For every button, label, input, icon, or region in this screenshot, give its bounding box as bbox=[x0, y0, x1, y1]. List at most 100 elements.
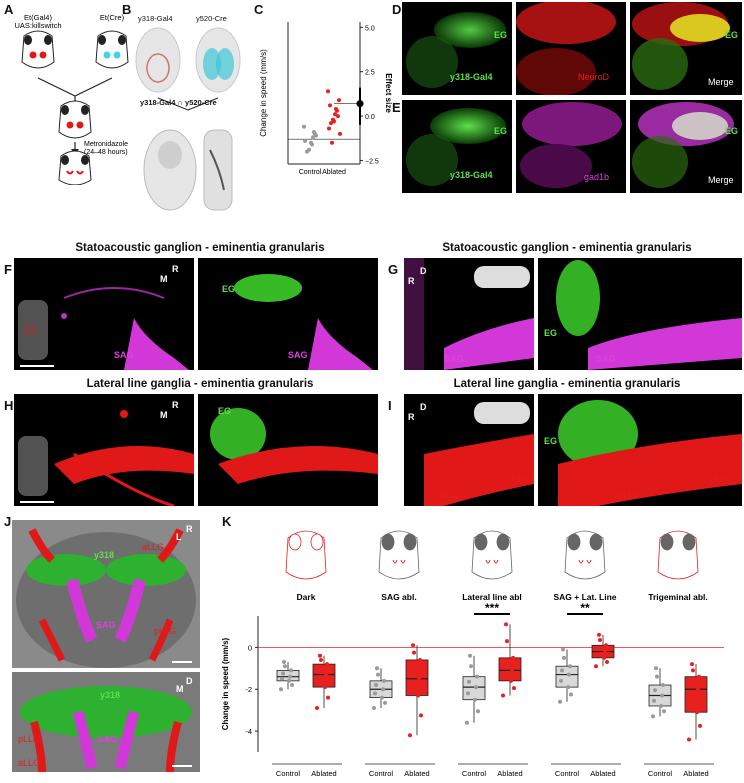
panel-a-schematic: Et(Gal4)UAS:killswitch Et(Cre) Metronida… bbox=[14, 13, 129, 185]
c-point-ablated bbox=[336, 114, 340, 119]
k-point-control bbox=[283, 664, 287, 669]
brain-y520 bbox=[195, 27, 241, 93]
k-point-ablated bbox=[510, 668, 514, 673]
k-schematic-eye bbox=[474, 533, 488, 551]
k-point-ablated bbox=[691, 668, 695, 673]
k-sig-stars: ** bbox=[580, 601, 590, 615]
d-merge-eg: EG bbox=[725, 30, 739, 40]
j-allg-bottom: aLLG bbox=[18, 758, 41, 768]
k-point-control bbox=[382, 678, 386, 683]
k-point-ablated bbox=[315, 706, 319, 711]
k-x-label-ablated: Ablated bbox=[311, 769, 336, 778]
k-point-control bbox=[476, 709, 480, 714]
k-point-ablated bbox=[319, 657, 323, 662]
e-merge-label: Merge bbox=[708, 175, 734, 185]
k-y-tick-label: -2 bbox=[245, 685, 252, 694]
i-alln-label: aLLn bbox=[440, 490, 461, 500]
e-green-image: EG y318-Gal4 bbox=[402, 100, 512, 193]
f-eg-label: EG bbox=[222, 284, 236, 294]
k-point-ablated bbox=[687, 737, 691, 742]
k-schematic-eye bbox=[682, 533, 696, 551]
h-merge-image: EG bbox=[198, 394, 378, 506]
b-bottom-label: y318-Gal4 ∩ y520-Cre bbox=[140, 98, 217, 107]
k-point-control bbox=[467, 679, 471, 684]
c-y2-tick-label: −2.5 bbox=[365, 158, 379, 165]
fish-head-1 bbox=[21, 30, 55, 69]
k-x-label-control: Control bbox=[276, 769, 301, 778]
k-x-label-ablated: Ablated bbox=[404, 769, 429, 778]
c-y2-tick-label: 5.0 bbox=[365, 25, 375, 32]
k-point-control bbox=[560, 668, 564, 673]
k-point-ablated bbox=[317, 667, 321, 672]
k-point-ablated bbox=[512, 686, 516, 691]
h-title: Lateral line ganglia - eminentia granula… bbox=[86, 378, 314, 390]
e-merge-eg: EG bbox=[725, 126, 739, 136]
k-point-ablated bbox=[323, 685, 327, 690]
c-point-control bbox=[312, 130, 316, 135]
k-point-control bbox=[651, 714, 655, 719]
g-sag-label: SAG bbox=[444, 354, 464, 364]
fish2-label: Et(Cre) bbox=[100, 13, 125, 22]
h-eg-label: EG bbox=[218, 406, 232, 416]
f-sag-label: SAG bbox=[114, 350, 134, 360]
k-point-control bbox=[287, 678, 291, 683]
c-point-ablated bbox=[329, 121, 333, 126]
k-schematic-eye bbox=[660, 533, 674, 551]
k-point-ablated bbox=[412, 650, 416, 655]
k-point-ablated bbox=[697, 674, 701, 679]
j-orient-r: R bbox=[186, 524, 193, 534]
c-point-ablated bbox=[332, 119, 336, 124]
d-marker-label: NeuroD bbox=[578, 72, 610, 82]
i-title: Lateral line ganglia - eminentia granula… bbox=[453, 378, 681, 390]
k-x-label-control: Control bbox=[462, 769, 487, 778]
c-point-ablated bbox=[334, 106, 338, 111]
fish-head-3 bbox=[58, 100, 92, 139]
k-point-control bbox=[660, 693, 664, 698]
panel-label-b: B bbox=[122, 2, 132, 17]
k-point-control bbox=[289, 668, 293, 673]
k-group-title: Dark bbox=[297, 592, 316, 602]
k-point-control bbox=[383, 700, 387, 705]
g-orient-r: R bbox=[408, 276, 415, 286]
panel-label-e: E bbox=[392, 100, 401, 115]
k-x-label-control: Control bbox=[648, 769, 673, 778]
k-point-ablated bbox=[690, 662, 694, 667]
g-magenta-image: D R SAG bbox=[404, 258, 534, 370]
c-x-tick-label: Ablated bbox=[322, 169, 346, 176]
h-orient-m: M bbox=[160, 410, 168, 420]
k-schematic-eye bbox=[496, 533, 510, 551]
panel-label-g: G bbox=[388, 262, 399, 277]
e-marker-label: gad1b bbox=[584, 172, 610, 182]
b-left-label: y318-Gal4 bbox=[138, 14, 173, 23]
k-point-ablated bbox=[695, 710, 699, 715]
panel-label-d: D bbox=[392, 2, 402, 17]
j-orient-d: D bbox=[186, 676, 193, 686]
brain-intersection bbox=[143, 129, 233, 211]
k-point-ablated bbox=[511, 655, 515, 660]
k-point-ablated bbox=[509, 678, 513, 683]
j-allg-top: aLLG bbox=[142, 542, 165, 552]
j-top-render: R L y318 aLLG pLLG SAG bbox=[12, 520, 200, 668]
k-point-control bbox=[290, 683, 294, 688]
i-eg-label: EG bbox=[544, 436, 558, 446]
k-ylabel: Change in speed (mm/s) bbox=[221, 637, 230, 730]
k-schematic-ablation bbox=[485, 559, 499, 564]
k-point-control bbox=[561, 647, 565, 652]
k-point-ablated bbox=[595, 652, 599, 657]
k-point-ablated bbox=[604, 643, 608, 648]
c-y2-tick-label: 2.5 bbox=[365, 70, 375, 77]
k-point-ablated bbox=[419, 713, 423, 718]
c-point-control bbox=[310, 142, 314, 147]
k-point-control bbox=[473, 697, 477, 702]
k-point-control bbox=[655, 674, 659, 679]
k-point-control bbox=[474, 685, 478, 690]
k-point-ablated bbox=[688, 698, 692, 703]
b-right-label: y520-Cre bbox=[196, 14, 227, 23]
k-point-control bbox=[659, 703, 663, 708]
k-group-title: Trigeminal abl. bbox=[648, 592, 708, 602]
k-point-ablated bbox=[696, 687, 700, 692]
k-group-title: Lateral line abl bbox=[462, 592, 522, 602]
k-point-ablated bbox=[418, 657, 422, 662]
f-merge-image: EG SAG bbox=[198, 258, 378, 370]
k-box-ablated bbox=[312, 663, 336, 688]
